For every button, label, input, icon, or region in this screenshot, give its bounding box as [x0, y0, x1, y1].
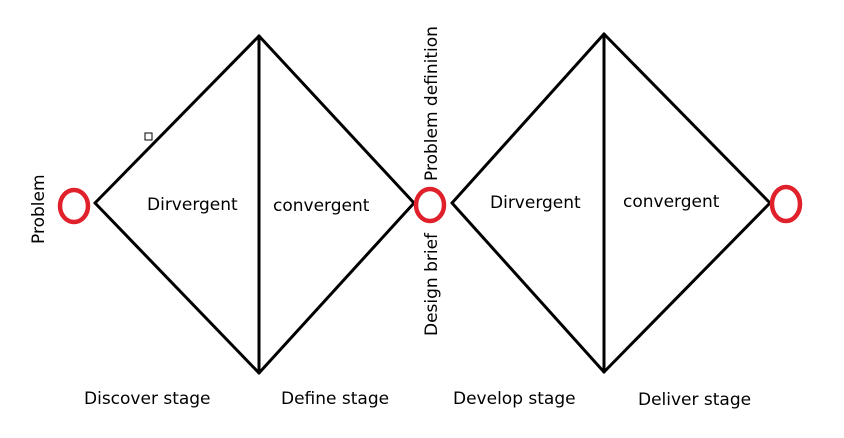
right-diamond-divergent-label: Dirvergent [490, 193, 581, 213]
right-diamond [450, 32, 772, 374]
design-brief-label: Design brief [422, 232, 442, 336]
middle-circle-marker [413, 186, 447, 224]
stage-label-define: Define stage [281, 389, 389, 409]
right-diamond-top-left-edge [450, 32, 606, 205]
right-diamond-top-right-edge [602, 32, 772, 205]
left-diamond-top-right-edge [257, 34, 416, 205]
stage-label-develop: Develop stage [453, 389, 576, 409]
left-diamond-convergent-label: convergent [273, 196, 370, 216]
right-diamond-bottom-left-edge [450, 201, 606, 374]
start-circle-marker [57, 187, 91, 225]
stage-label-discover: Discover stage [84, 389, 211, 409]
left-diamond-divergent-label: Dirvergent [147, 195, 238, 215]
left-diamond-bottom-right-edge [257, 201, 416, 375]
edge-square-marker [144, 132, 153, 141]
problem-definition-label: Problem definition [422, 26, 442, 181]
left-diamond-top-left-edge [93, 34, 261, 205]
stage-label-deliver: Deliver stage [638, 390, 751, 410]
problem-label: Problem [29, 174, 49, 244]
left-diamond [93, 34, 416, 375]
right-diamond-bottom-right-edge [602, 201, 772, 374]
end-circle-marker [769, 184, 803, 224]
left-diamond-bottom-left-edge [93, 201, 261, 375]
right-diamond-convergent-label: convergent [623, 192, 720, 212]
